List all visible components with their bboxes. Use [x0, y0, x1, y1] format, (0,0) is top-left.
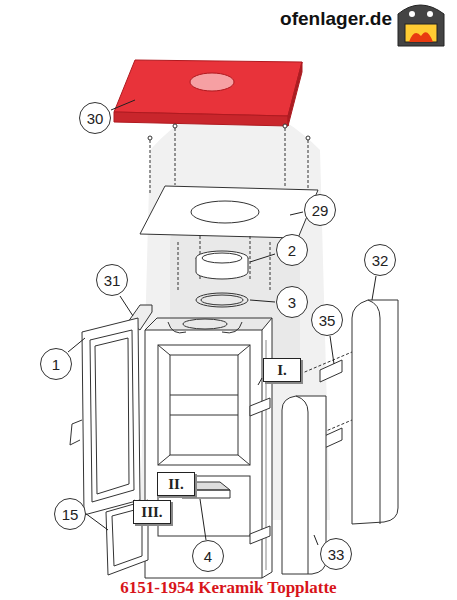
- callout-box: I.: [263, 358, 301, 382]
- callout-number: 33: [328, 546, 345, 563]
- callout-circle: 33: [320, 538, 352, 570]
- callout-circle: 30: [79, 102, 111, 134]
- callout-number: 1: [52, 356, 60, 373]
- caption: 6151-1954 Keramik Topplatte: [120, 578, 336, 598]
- callout-number: 29: [312, 202, 329, 219]
- callout-number: II.: [168, 476, 183, 493]
- callout-number: 30: [87, 110, 104, 127]
- callout-number: 2: [288, 242, 296, 259]
- callout-circle: 32: [364, 244, 396, 276]
- callout-circle: 15: [54, 498, 86, 530]
- callout-box: II.: [157, 472, 195, 496]
- callout-circle: 31: [96, 264, 128, 296]
- callout-number: I.: [277, 362, 287, 379]
- callout-number: 3: [288, 294, 296, 311]
- callout-circle: 3: [276, 286, 308, 318]
- callout-number: 31: [104, 272, 121, 289]
- callout-circle: 1: [40, 348, 72, 380]
- callout-number: 32: [372, 252, 389, 269]
- logo-text: ofenlager.de: [280, 8, 392, 30]
- callout-number: 4: [204, 548, 212, 565]
- callout-circle: 35: [311, 304, 343, 336]
- callout-circle: 2: [276, 234, 308, 266]
- callout-circle: 4: [192, 540, 224, 572]
- callout-number: 15: [62, 506, 79, 523]
- callout-box: III.: [133, 500, 171, 524]
- callout-circle: 29: [304, 194, 336, 226]
- callout-number: III.: [141, 504, 162, 521]
- callout-number: 35: [319, 312, 336, 329]
